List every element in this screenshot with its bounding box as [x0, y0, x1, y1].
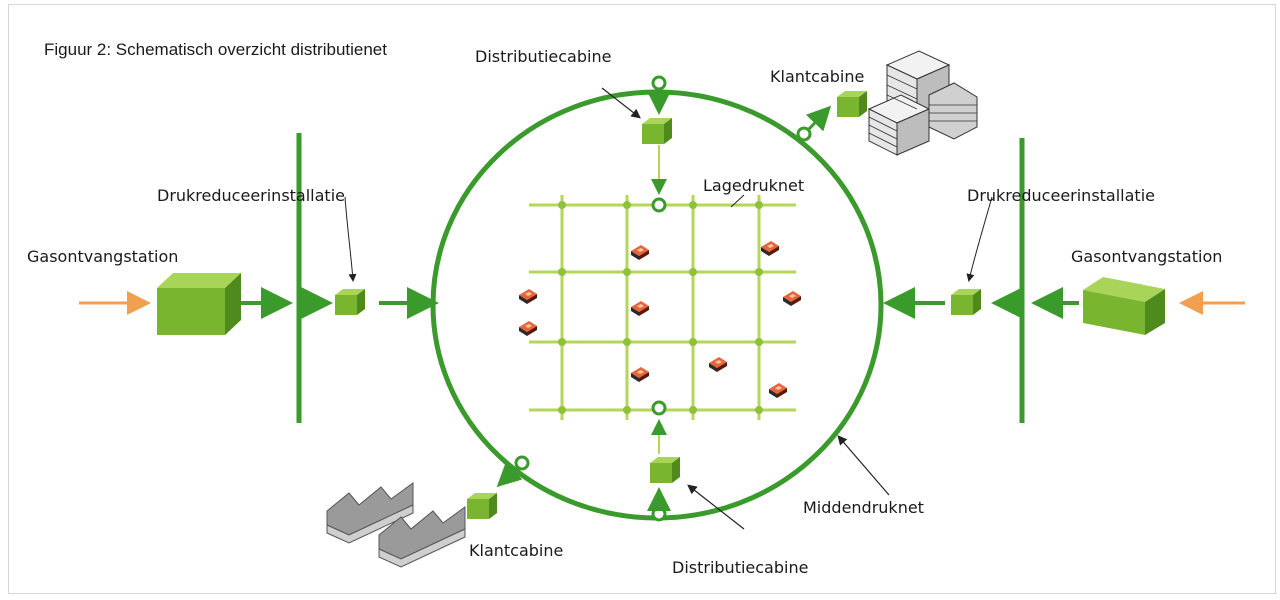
middendruk-ring — [430, 89, 884, 521]
label-gasontvangstation-right: Gasontvangstation — [1071, 247, 1222, 266]
gasontvangstation-right-box — [1083, 277, 1165, 335]
lagedruk-grid — [529, 195, 796, 420]
drukreduceer-left-box — [335, 289, 365, 315]
figure-caption: Figuur 2: Schematisch overzicht distribu… — [44, 40, 387, 59]
distribution-network-diagram: Gasontvangstation Gasontvangstation Druk… — [27, 47, 1245, 577]
label-distributiecabine-top: Distributiecabine — [475, 47, 611, 66]
distributiecabine-top — [642, 118, 672, 144]
klantcabine-bottom — [467, 493, 497, 519]
label-klantcabine-bottom: Klantcabine — [469, 541, 563, 560]
drukreduceer-right-box — [951, 289, 981, 315]
factory-building-icon — [326, 482, 466, 568]
klantcabine-top — [837, 91, 867, 117]
label-lagedruknet: Lagedruknet — [703, 176, 804, 195]
grid-nodes — [558, 201, 763, 414]
label-distributiecabine-bottom: Distributiecabine — [672, 558, 808, 577]
label-gasontvangstation-left: Gasontvangstation — [27, 247, 178, 266]
label-drukreduceer-right: Drukreduceerinstallatie — [967, 186, 1155, 205]
gasontvangstation-left-box — [157, 273, 241, 335]
label-middendruknet: Middendruknet — [803, 498, 924, 517]
distributiecabine-bottom — [650, 457, 680, 483]
office-building-icon — [867, 50, 978, 156]
label-drukreduceer-left: Drukreduceerinstallatie — [157, 186, 345, 205]
diagram-frame: Figuur 2: Schematisch overzicht distribu… — [8, 4, 1276, 594]
label-klantcabine-top: Klantcabine — [770, 67, 864, 86]
